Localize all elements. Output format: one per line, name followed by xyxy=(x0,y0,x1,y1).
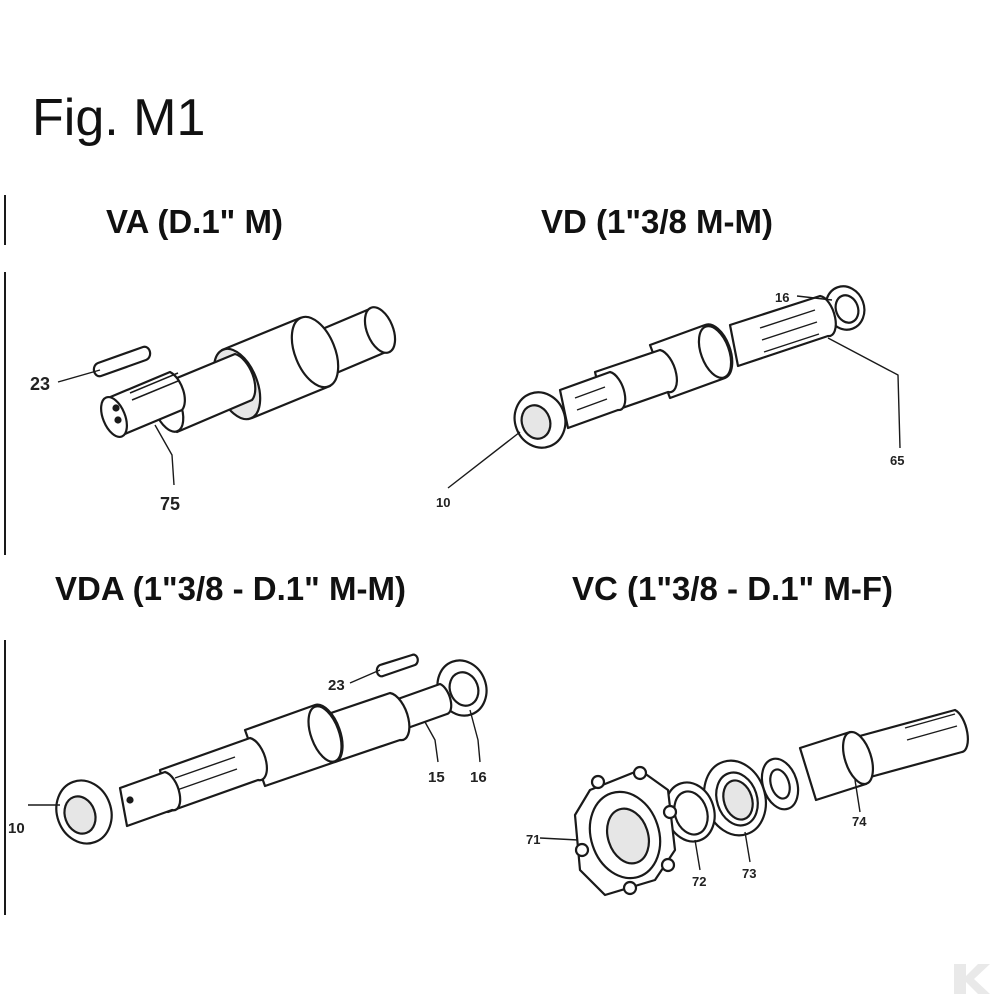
callout-73: 73 xyxy=(742,866,756,881)
callout-74: 74 xyxy=(852,814,867,829)
callout-72: 72 xyxy=(692,874,706,889)
callout-10-vda: 10 xyxy=(8,820,25,837)
callout-16-vda: 16 xyxy=(470,769,487,786)
callout-75: 75 xyxy=(160,494,180,514)
callout-10-vd: 10 xyxy=(436,495,450,510)
panel-title-vc: VC (1"3/8 - D.1" M-F) xyxy=(572,570,893,607)
corner-logo-mark xyxy=(954,964,990,994)
figure-title: Fig. M1 xyxy=(32,89,206,147)
callout-65: 65 xyxy=(890,453,904,468)
panel-title-vda: VDA (1"3/8 - D.1" M-M) xyxy=(55,570,406,607)
assembly-vc xyxy=(573,708,969,897)
shaft-vd xyxy=(513,285,866,449)
callout-23-va: 23 xyxy=(30,374,50,394)
shaft-va xyxy=(92,306,397,439)
callout-16-vd: 16 xyxy=(775,290,789,305)
shaft-vda xyxy=(55,653,488,845)
panel-title-vd: VD (1"3/8 M-M) xyxy=(541,203,773,240)
panel-title-va: VA (D.1" M) xyxy=(106,203,283,240)
callout-23-vda: 23 xyxy=(328,677,345,694)
callout-15: 15 xyxy=(428,769,445,786)
callout-71: 71 xyxy=(526,832,540,847)
